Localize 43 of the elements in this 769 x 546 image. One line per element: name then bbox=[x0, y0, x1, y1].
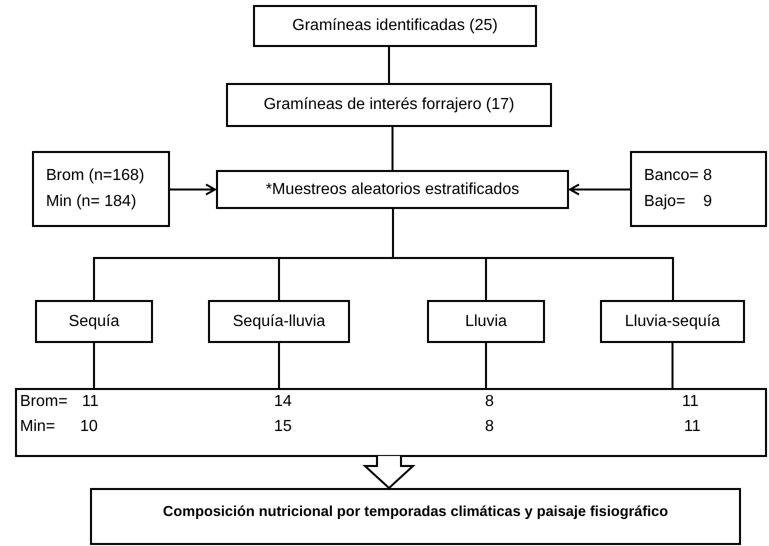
table-value: 14 bbox=[274, 392, 292, 412]
node-text: Bajo= 9 bbox=[644, 192, 712, 212]
node-text: Min (n= 184) bbox=[46, 192, 136, 212]
node-text: Lluvia-sequía bbox=[624, 312, 720, 330]
table-value: 11 bbox=[682, 392, 699, 412]
node-text: Sequía bbox=[68, 312, 120, 330]
node-text: Brom (n=168) bbox=[46, 166, 144, 186]
input-box bbox=[630, 151, 767, 227]
node-text: Gramíneas de interés forrajero (17) bbox=[264, 96, 514, 114]
table-value: 8 bbox=[485, 392, 494, 412]
node-text: *Muestreos aleatorios estratificados bbox=[266, 180, 520, 198]
results-box bbox=[15, 388, 767, 457]
connector-line bbox=[392, 127, 394, 170]
node-text: Sequía-lluvia bbox=[232, 312, 326, 330]
season-box bbox=[600, 300, 745, 343]
input-box bbox=[32, 151, 170, 227]
connector-line bbox=[392, 209, 674, 300]
node-text: Composición nutricional por temporadas climáticas y paisaje fisiográfico bbox=[162, 504, 668, 520]
table-value: 11 bbox=[82, 392, 99, 412]
block-arrow bbox=[362, 455, 416, 490]
node-text: Gramíneas identificadas (25) bbox=[292, 17, 498, 35]
result-box bbox=[90, 488, 741, 545]
connector-line bbox=[388, 47, 390, 83]
process-box bbox=[226, 83, 552, 127]
process-box bbox=[253, 5, 537, 47]
connector-line bbox=[485, 343, 487, 388]
table-value: 11 bbox=[684, 417, 701, 437]
connector-line bbox=[93, 343, 95, 388]
connector-line bbox=[278, 343, 280, 388]
process-box bbox=[216, 170, 569, 209]
season-box bbox=[427, 300, 545, 343]
table-value: 10 bbox=[80, 417, 98, 437]
node-text: Lluvia bbox=[465, 312, 507, 330]
connector-line bbox=[672, 343, 674, 388]
table-value: 8 bbox=[485, 417, 494, 437]
table-value: Brom= bbox=[20, 392, 68, 412]
season-box bbox=[35, 300, 153, 343]
season-box bbox=[208, 300, 350, 343]
node-text: Banco= 8 bbox=[644, 166, 712, 186]
arrow bbox=[170, 184, 216, 196]
table-value: 15 bbox=[274, 417, 292, 437]
arrow bbox=[569, 184, 630, 196]
table-value: Min= bbox=[20, 417, 56, 437]
